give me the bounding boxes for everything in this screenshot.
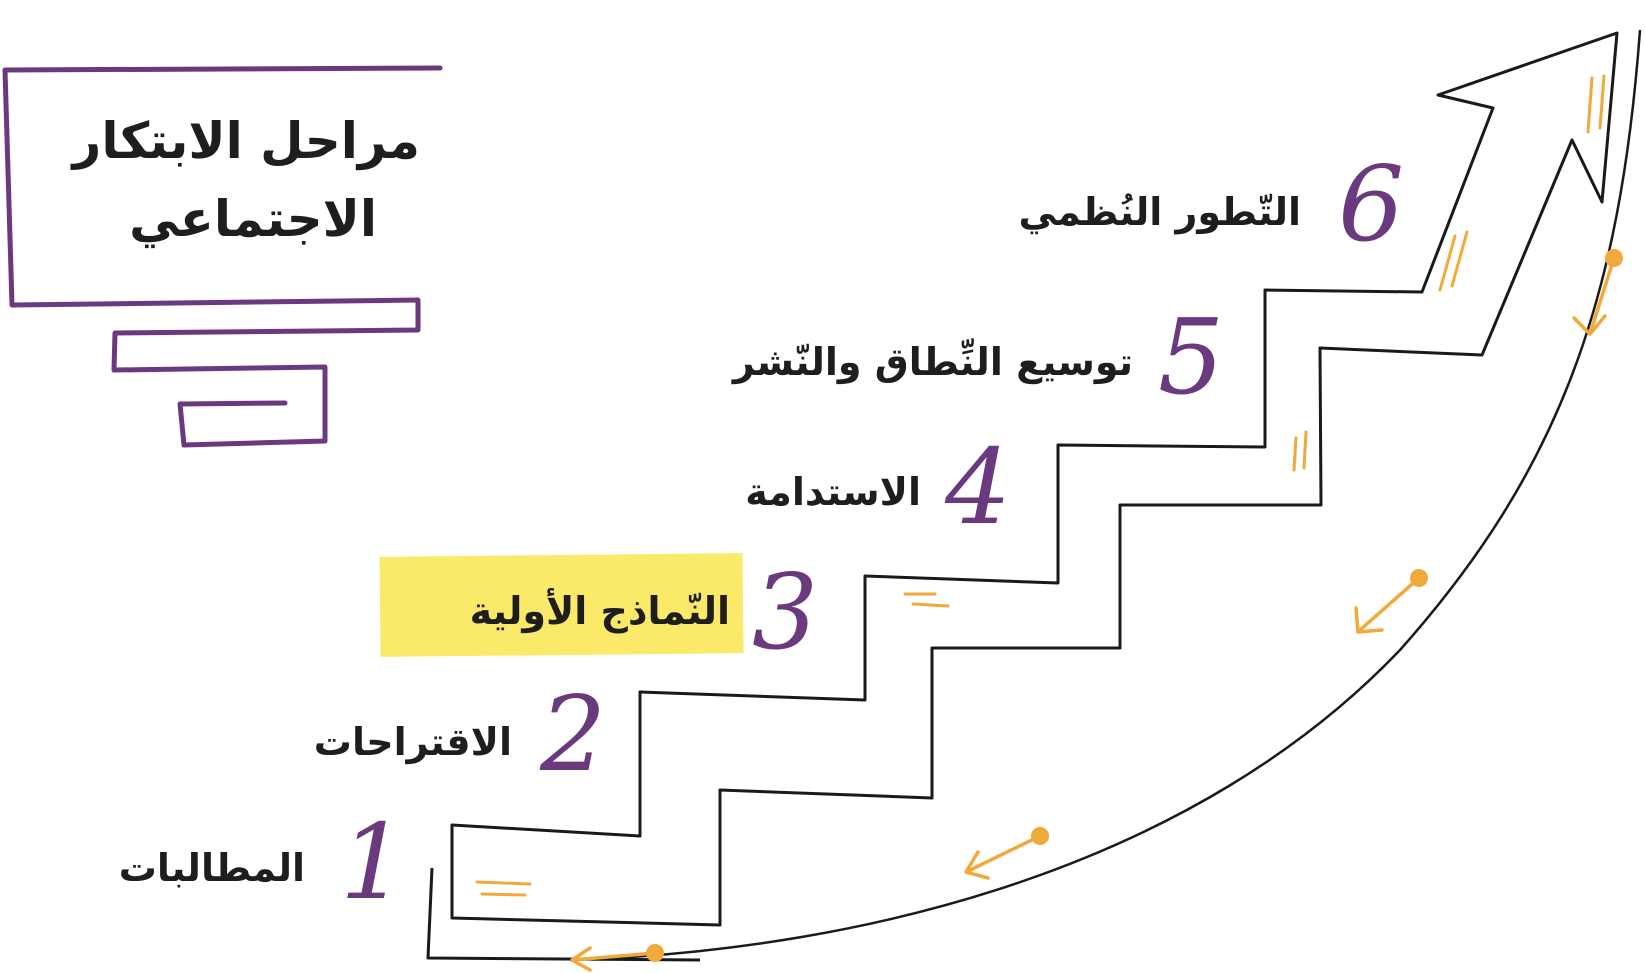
orange-arrow bbox=[1572, 256, 1616, 336]
curved-return-line bbox=[569, 29, 1642, 962]
step-1-number: 1 bbox=[340, 801, 407, 923]
staircase-outline bbox=[428, 868, 700, 958]
sketch-mark bbox=[1586, 74, 1606, 134]
sketch-mark bbox=[475, 880, 532, 897]
orange-arrows bbox=[570, 249, 1623, 972]
step-4-number: 4 bbox=[945, 426, 1012, 548]
title-box-outline bbox=[2, 65, 443, 448]
step-3-number: 3 bbox=[752, 551, 819, 673]
orange-arrow bbox=[570, 946, 657, 972]
staircase-upper-edge bbox=[450, 31, 1619, 927]
step-5-number: 5 bbox=[1158, 296, 1225, 418]
title-line-2: الاجتماعي bbox=[129, 190, 377, 248]
step-2-label: الاقتراحات bbox=[313, 720, 512, 764]
step-6-number: 6 bbox=[1338, 143, 1405, 265]
step-4-label: الاستدامة bbox=[745, 470, 921, 514]
orange-arrow bbox=[964, 834, 1042, 880]
step-1-label: المطالبات bbox=[118, 846, 305, 890]
orange-arrow bbox=[1354, 576, 1421, 634]
title-line-1: مراحل الابتكار bbox=[72, 112, 420, 170]
step-5-label: توسيع النِّطاق والنّشر bbox=[732, 340, 1133, 384]
sketch-mark bbox=[1438, 230, 1469, 292]
sketch-mark bbox=[903, 592, 950, 608]
step-6-label: التّطور النُظمي bbox=[1018, 190, 1302, 234]
step-3-label: النّماذج الأولية bbox=[469, 589, 730, 633]
orange-sketch-marks bbox=[475, 74, 1606, 897]
step-2-number: 2 bbox=[540, 673, 607, 795]
sketch-mark bbox=[1292, 430, 1308, 472]
